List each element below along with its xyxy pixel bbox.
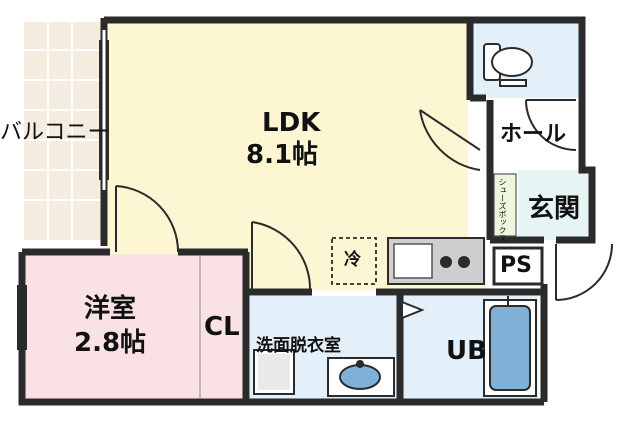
pipe-space-label: PS: [500, 253, 532, 278]
balcony-area: [24, 22, 102, 240]
fridge-label: 冷: [344, 250, 361, 270]
balcony-tiles: [24, 22, 102, 240]
bath-label: UB: [446, 336, 487, 366]
western-room-window: [17, 285, 27, 350]
ldk-name: LDK: [262, 108, 321, 138]
balcony-label: バルコニー: [0, 120, 110, 145]
closet-label: CL: [204, 312, 240, 342]
ldk-size: 8.1帖: [246, 140, 319, 170]
hall-label: ホール: [500, 122, 567, 147]
western-room-name: 洋室: [84, 294, 137, 324]
pipe-space: [492, 246, 544, 286]
hall-floor: [486, 98, 584, 170]
washroom-label: 洗面脱衣室: [256, 336, 341, 356]
washroom-fixtures: [253, 349, 395, 397]
entrance-floor: [518, 170, 588, 240]
bathtub: [483, 296, 537, 397]
entrance-label: 玄関: [528, 194, 581, 224]
toilet-fixture: [483, 43, 533, 87]
kitchen-counter: [387, 237, 485, 285]
shoe-box: [493, 173, 517, 237]
fridge-space: [331, 237, 377, 285]
balcony-window: [99, 30, 109, 190]
door-swings: [115, 99, 613, 320]
closet-area: [200, 256, 242, 398]
western-room-size: 2.8帖: [74, 328, 147, 358]
shoe-box-label: シューズボックス: [498, 178, 507, 242]
